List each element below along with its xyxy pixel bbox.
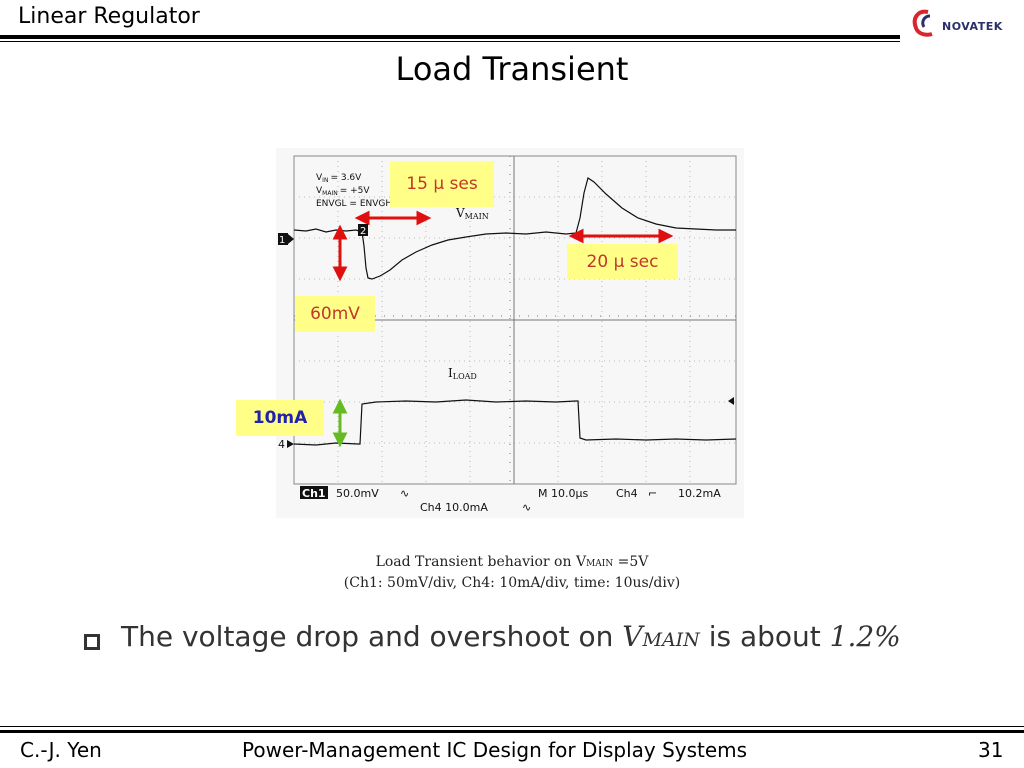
caption-line-2: (Ch1: 50mV/div, Ch4: 10mA/div, time: 10u… xyxy=(343,575,681,591)
annotation-60mv: 60mV xyxy=(295,296,375,332)
arrow-60mv xyxy=(332,224,348,282)
footer-page-number: 31 xyxy=(978,738,1004,762)
svg-text:VIN= 3.6V: VIN= 3.6V xyxy=(316,173,362,184)
iload-trace xyxy=(293,399,737,446)
figure-caption: Load Transient behavior on VMAIN =5V (Ch… xyxy=(0,553,1024,593)
ch4-marker: 4 xyxy=(278,438,294,451)
oscilloscope-figure: 1 4 2 VIN= 3.6V VMAIN= +5V ENVGL = ENVGH… xyxy=(276,148,744,518)
scope-grid-horizontal xyxy=(294,196,736,444)
svg-text:2: 2 xyxy=(360,226,366,237)
trigger-marker-2: 2 xyxy=(358,224,368,237)
svg-text:Ch4 10.0mA: Ch4 10.0mA xyxy=(420,501,488,514)
novatek-logo xyxy=(906,6,1018,40)
ch1-marker: 1 xyxy=(278,233,294,246)
header-title: Linear Regulator xyxy=(18,4,200,29)
svg-text:10.2mA: 10.2mA xyxy=(678,487,721,500)
novatek-logo-icon xyxy=(912,9,933,37)
svg-text:∿: ∿ xyxy=(400,487,409,500)
header-rule-thick xyxy=(0,35,900,39)
vmain-label: VMAIN xyxy=(455,206,489,221)
scope-status-line: Ch1 50.0mV ∿ M 10.0µs Ch4 ⌐ 10.2mA Ch4 1… xyxy=(300,486,721,514)
annotation-15us: 15 μ ses xyxy=(390,161,494,207)
iload-label: ILOAD xyxy=(448,366,477,381)
bullet-text: The voltage drop and overshoot on VMAIN … xyxy=(121,620,901,653)
arrow-15us xyxy=(354,210,432,226)
scope-conditions: VIN= 3.6V VMAIN= +5V ENVGL = ENVGH = Low xyxy=(316,173,423,209)
svg-text:∿: ∿ xyxy=(522,501,531,514)
footer-rule-thick xyxy=(0,730,1024,733)
scope-center-ticks xyxy=(294,156,736,484)
svg-text:50.0mV: 50.0mV xyxy=(336,487,379,500)
footer-author: C.-J. Yen xyxy=(20,738,102,762)
svg-text:⌐: ⌐ xyxy=(648,487,657,500)
caption-line-1: Load Transient behavior on VMAIN =5V xyxy=(375,554,649,570)
trigger-level-marker xyxy=(728,397,734,405)
footer-course: Power-Management IC Design for Display S… xyxy=(242,738,748,762)
slide-title: Load Transient xyxy=(395,50,629,88)
svg-text:ENVGL = ENVGH = Low: ENVGL = ENVGH = Low xyxy=(316,199,423,209)
oscilloscope-svg: 1 4 2 VIN= 3.6V VMAIN= +5V ENVGL = ENVGH… xyxy=(278,155,737,514)
bullet-square-icon xyxy=(84,634,100,650)
header-rule-thin xyxy=(0,41,900,42)
novatek-logo-text: NOVATEK xyxy=(942,20,1003,33)
annotation-20us: 20 μ sec xyxy=(567,244,678,279)
svg-text:M 10.0µs: M 10.0µs xyxy=(538,487,588,500)
annotation-10ma: 10mA xyxy=(236,400,324,436)
footer-rule-thin xyxy=(0,726,1024,727)
svg-text:1: 1 xyxy=(279,235,285,246)
arrow-10ma xyxy=(332,398,348,448)
arrow-20us xyxy=(568,228,674,244)
svg-text:Ch1: Ch1 xyxy=(302,487,326,500)
svg-text:4: 4 xyxy=(278,438,285,451)
svg-text:Ch4: Ch4 xyxy=(616,487,638,500)
svg-text:VMAIN= +5V: VMAIN= +5V xyxy=(316,186,370,197)
vmain-trace xyxy=(293,177,736,280)
